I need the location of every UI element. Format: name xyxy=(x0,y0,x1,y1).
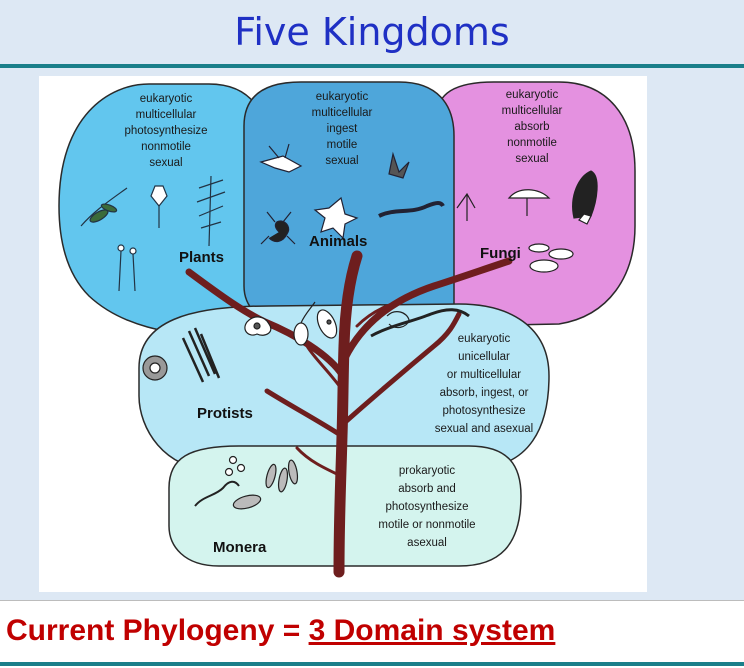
plants-trait-5: sexual xyxy=(149,157,182,169)
protists-trait-1: eukaryotic xyxy=(458,333,511,345)
monera-trait-2: absorb and xyxy=(398,483,456,495)
plants-lobe xyxy=(58,83,272,336)
plants-trait-3: photosynthesize xyxy=(124,125,207,137)
monera-trait-5: asexual xyxy=(407,537,447,549)
protists-trait-2: unicellular xyxy=(458,351,510,363)
footer-top-divider xyxy=(0,600,744,601)
animals-label: Animals xyxy=(309,233,367,250)
phylogenetic-tree-trunk xyxy=(185,250,513,578)
footer-caption: Current Phylogeny = 3 Domain system xyxy=(6,614,555,648)
fungi-trait-4: nonmotile xyxy=(507,137,557,149)
plants-label: Plants xyxy=(179,249,224,266)
monera-trait-1: prokaryotic xyxy=(399,465,455,477)
fungi-traits: eukaryotic multicellular absorb nonmotil… xyxy=(502,89,563,165)
fungi-trait-1: eukaryotic xyxy=(506,89,559,101)
animals-traits: eukaryotic multicellular ingest motile s… xyxy=(312,91,373,167)
slide-title: Five Kingdoms xyxy=(234,10,510,54)
protists-trait-3: or multicellular xyxy=(447,369,521,381)
footer-bottom-divider xyxy=(0,662,744,666)
animal-icons xyxy=(259,143,445,245)
protists-traits: eukaryotic unicellular or multicellular … xyxy=(435,333,533,435)
animals-trait-4: motile xyxy=(327,139,358,151)
protist-icons xyxy=(142,301,470,383)
animals-trait-1: eukaryotic xyxy=(316,91,369,103)
fungi-label: Fungi xyxy=(480,245,521,262)
protists-trait-4: absorb, ingest, or xyxy=(440,387,529,399)
footer-area: Current Phylogeny = 3 Domain system xyxy=(0,600,744,668)
protists-trait-6: sexual and asexual xyxy=(435,423,533,435)
protists-trait-5: photosynthesize xyxy=(442,405,525,417)
monera-label: Monera xyxy=(213,539,267,556)
plants-trait-2: multicellular xyxy=(136,109,197,121)
monera-traits: prokaryotic absorb and photosynthesize m… xyxy=(378,465,475,549)
plant-icons xyxy=(80,175,226,292)
fungi-trait-2: multicellular xyxy=(502,105,563,117)
monera-icons xyxy=(194,455,299,510)
fungi-trait-3: absorb xyxy=(514,121,549,133)
title-divider xyxy=(0,64,744,68)
monera-trait-3: photosynthesize xyxy=(385,501,468,513)
plants-trait-1: eukaryotic xyxy=(140,93,193,105)
plants-traits: eukaryotic multicellular photosynthesize… xyxy=(124,93,207,169)
plants-trait-4: nonmotile xyxy=(141,141,191,153)
diagram-svg: eukaryotic multicellular photosynthesize… xyxy=(58,81,636,578)
monera-trait-4: motile or nonmotile xyxy=(378,519,475,531)
fungi-trait-5: sexual xyxy=(515,153,548,165)
animals-trait-2: multicellular xyxy=(312,107,373,119)
footer-prefix: Current Phylogeny = xyxy=(6,614,309,647)
five-kingdoms-diagram: eukaryotic multicellular photosynthesize… xyxy=(39,76,647,592)
animals-trait-5: sexual xyxy=(325,155,358,167)
footer-highlight: 3 Domain system xyxy=(308,614,556,647)
protists-label: Protists xyxy=(197,405,253,422)
fungi-icons xyxy=(456,170,598,273)
animals-trait-3: ingest xyxy=(327,123,358,135)
